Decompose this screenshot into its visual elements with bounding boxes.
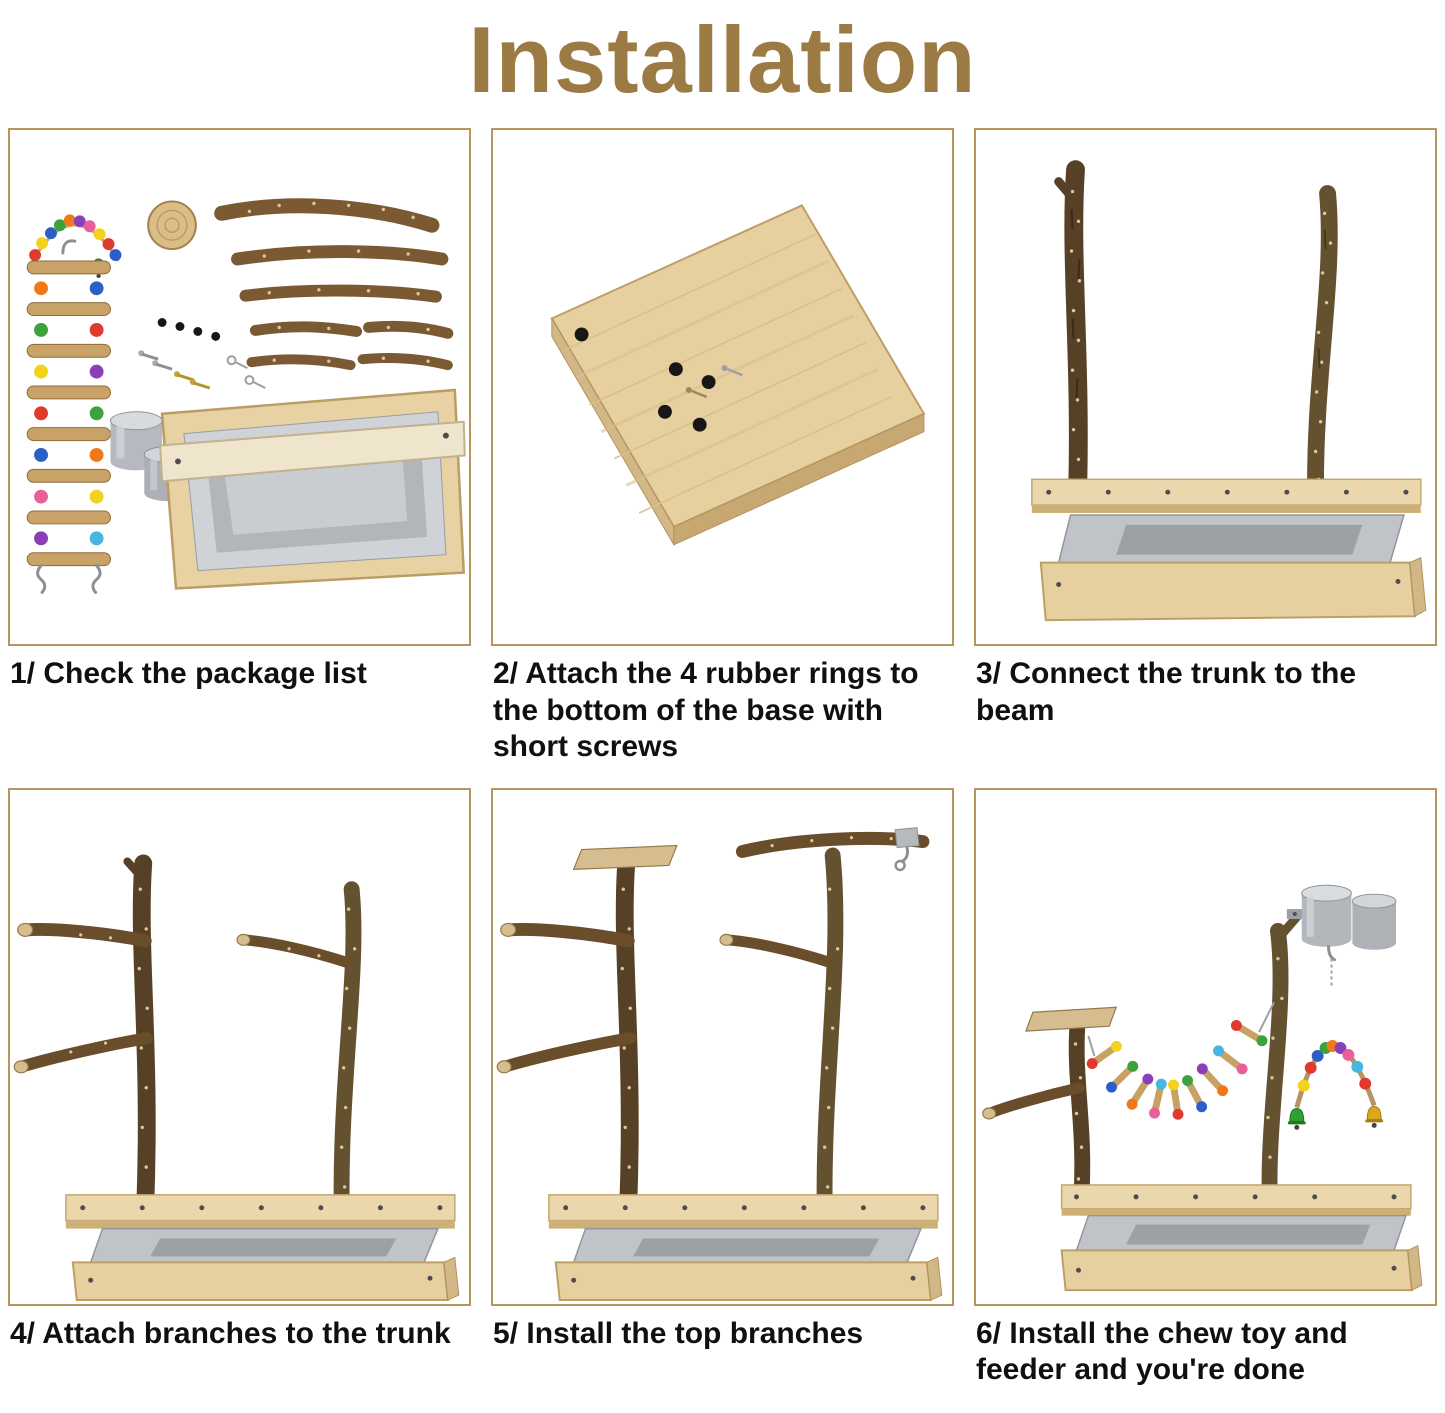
step-5: 5/ Install the top branches [491,787,954,1369]
step-2-panel [491,128,954,646]
feeder-cups [1286,884,1397,961]
step-6-panel [974,787,1437,1306]
step-6: 6/ Install the chew toy and feeder and y… [974,787,1437,1405]
left-trunk [1054,160,1088,505]
step-2-caption: 2/ Attach the 4 rubber rings to the bott… [493,657,919,764]
installation-steps-grid: 1/ Check the package list [0,128,1445,1405]
rubber-rings-and-screws [574,327,743,432]
steel-tray [1075,1214,1407,1251]
wood-base-front [554,1256,943,1301]
step-3-photo [1031,160,1427,622]
bead-arch-swing [29,214,122,279]
step-2: 2/ Attach the 4 rubber rings to the bott… [491,128,954,782]
right-trunk-with-branch [236,881,362,1219]
beam [548,1193,939,1229]
right-trunk-with-top-branch [719,826,930,1219]
left-trunk-with-platform [496,844,678,1216]
right-trunk [1307,185,1338,508]
step-2-photo [550,204,926,547]
beam [1031,478,1422,514]
step-6-caption: 6/ Install the chew toy and feeder and y… [976,1316,1348,1387]
bead-swing-with-bells [1287,958,1384,1130]
step-3-panel [974,128,1437,646]
hardware-screws [138,318,266,390]
step-4: 4/ Attach branches to the trunk [8,787,471,1369]
step-4-panel [8,787,471,1306]
wood-slice [147,200,197,251]
left-trunk-with-platform [982,1006,1118,1203]
wood-base-front [1060,1244,1423,1291]
base-board [550,204,926,547]
wood-branch-perches [214,198,454,371]
right-trunk [1261,912,1302,1213]
step-1: 1/ Check the package list [8,128,471,709]
step-1-panel [8,128,471,646]
step-4-photo [13,854,460,1301]
steel-tray [1057,514,1405,564]
step-1-caption: 1/ Check the package list [10,657,367,690]
step-5-caption: 5/ Install the top branches [493,1316,864,1350]
page-title: Installation [468,7,977,112]
step-3: 3/ Connect the trunk to the beam [974,128,1437,745]
step-6-photo [982,884,1423,1291]
wood-base-front [71,1256,460,1301]
bead-ladder-bridge [1086,1001,1275,1120]
step-3-caption: 3/ Connect the trunk to the beam [976,657,1357,727]
wood-tray-base [159,388,466,590]
step-5-panel [491,787,954,1306]
steel-tray [89,1227,440,1263]
beam [65,1193,456,1229]
left-trunk-with-branches [13,854,156,1216]
step-5-photo [496,826,943,1301]
beam [1060,1183,1412,1216]
wood-base-front [1039,556,1427,622]
step-4-caption: 4/ Attach branches to the trunk [10,1316,451,1350]
step-1-photo [26,198,466,594]
bead-ladder [26,239,111,594]
steel-tray [572,1227,923,1263]
